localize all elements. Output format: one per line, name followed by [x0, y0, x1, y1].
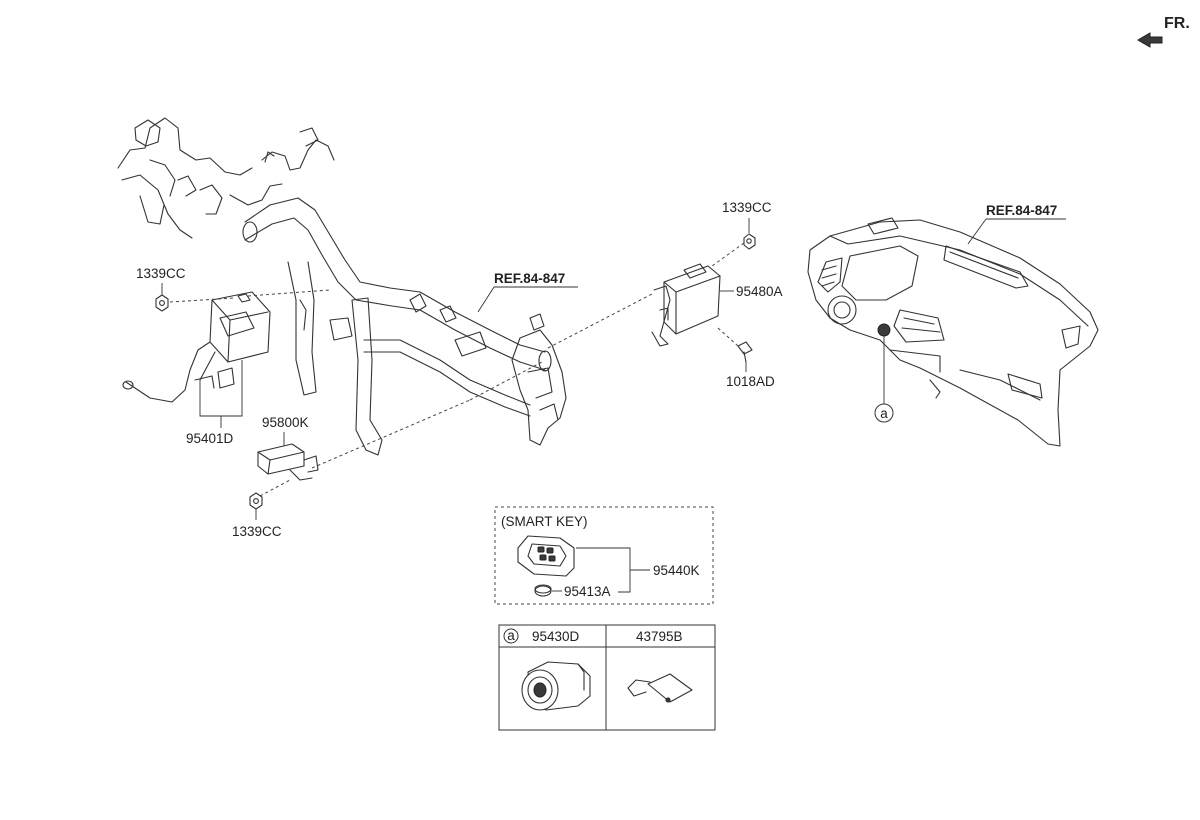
- label-95401d: 95401D: [186, 431, 234, 446]
- table-col1-header: 95430D: [532, 629, 580, 644]
- dashboard-assembly: [807, 217, 1099, 447]
- callout-a-dashboard: a: [874, 403, 894, 423]
- label-1339cc-upper: 1339CC: [722, 200, 772, 215]
- nut-lower-icon: [249, 492, 263, 510]
- module-right-95480a: [651, 263, 721, 347]
- nut-upper-right-icon: [743, 233, 756, 250]
- front-arrow-icon: [1137, 32, 1163, 48]
- key-tag-icon: [627, 673, 693, 703]
- ref-label-dashboard: REF.84-847: [986, 203, 1057, 218]
- label-1018ad: 1018AD: [726, 374, 775, 389]
- direction-label: FR.: [1164, 15, 1190, 32]
- parts-table: a 95430D 43795B: [498, 624, 716, 731]
- table-col2-header: 43795B: [636, 629, 683, 644]
- label-95413a: 95413A: [564, 584, 611, 599]
- nut-left-icon: [155, 294, 169, 312]
- label-95800k: 95800K: [262, 415, 309, 430]
- smart-key-box: [494, 506, 714, 605]
- cowl-cross-bar: [117, 117, 567, 456]
- screw-icon: [737, 341, 753, 363]
- battery-icon: [534, 584, 552, 597]
- svg-text:a: a: [880, 406, 888, 421]
- smart-key-fob-icon: [517, 535, 575, 577]
- label-1339cc-lower: 1339CC: [232, 524, 282, 539]
- ignition-switch-icon: [521, 661, 591, 711]
- ref-label-frame: REF.84-847: [494, 271, 565, 286]
- label-95440k: 95440K: [653, 563, 700, 578]
- module-left-95401d: [122, 291, 271, 403]
- module-small-95800k: [257, 443, 319, 481]
- label-95480a: 95480A: [736, 284, 783, 299]
- label-1339cc-left: 1339CC: [136, 266, 186, 281]
- table-callout-letter: a: [507, 628, 515, 643]
- smart-key-title: (SMART KEY): [501, 514, 588, 529]
